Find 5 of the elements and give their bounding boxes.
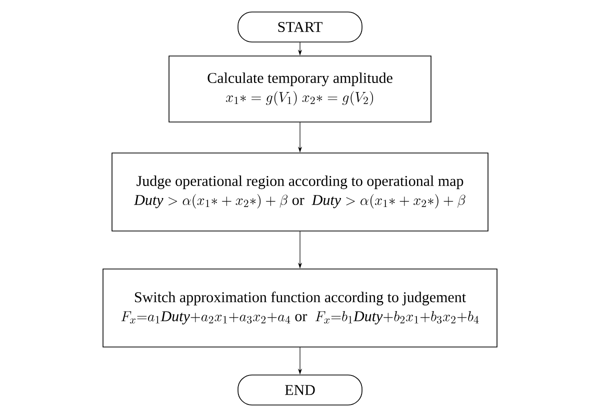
process-box: Calculate temporary amplitude $x_1{*}=g(V_1)\ x_2{*}=g(V_2)$ xyxy=(168,56,432,122)
process-box: Judge operational region according to operational map $\mathit{Duty}>\alpha(x_1{*}+x_2{*})+\beta\mbox{ or }\ \mathit{Duty}>\alpha(x_1{*}+x_2{*})+\beta$ xyxy=(112,152,488,232)
terminal-box: START xyxy=(238,12,362,42)
process-box: Switch approximation function according to judgement $F_x{=}a_1\mathit{Duty}{+}a_2x_1{+}a_3x_2{+}a_4\mbox{ or }\ F_x{=}b_1\mathit{Duty}{+}b_2x_1{+}b_3x_2{+}b_4$ xyxy=(102,268,498,348)
terminal-box: END xyxy=(238,374,362,406)
